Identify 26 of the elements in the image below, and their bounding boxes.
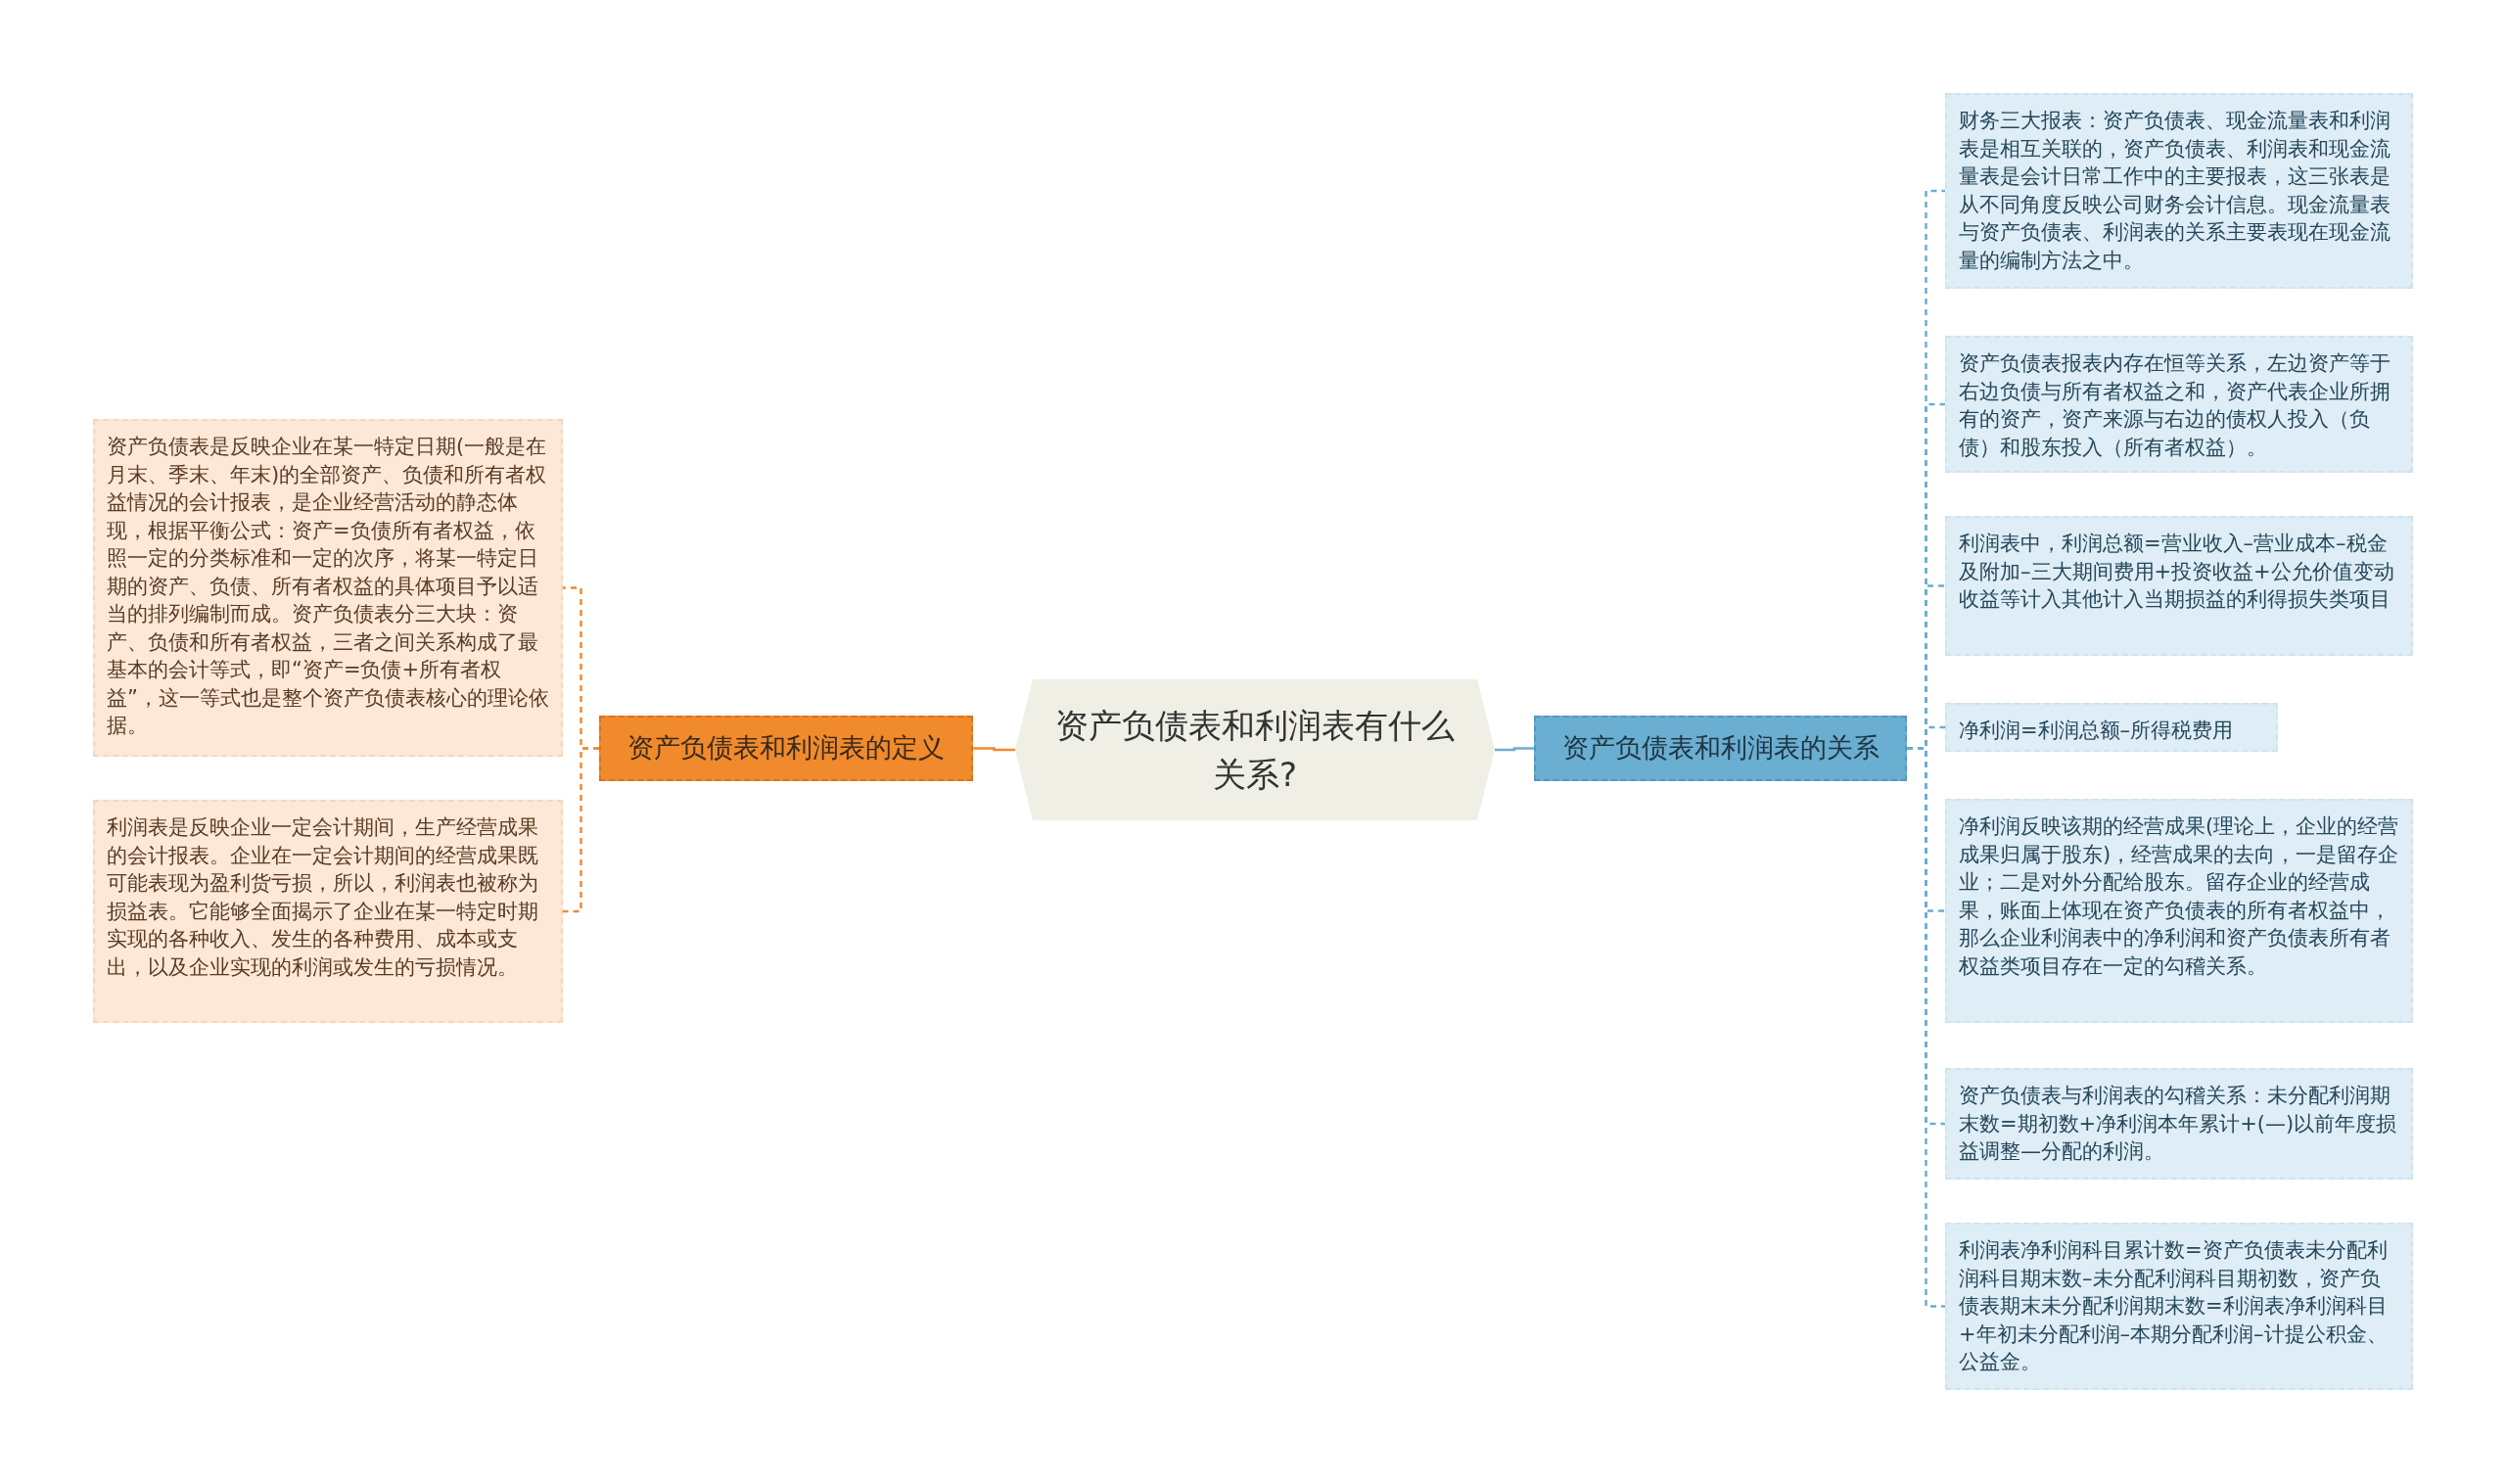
note-card (1945, 703, 2278, 752)
branch-text: 资产负债表和利润表的关系 (1561, 731, 1880, 765)
connector-line (973, 747, 1015, 752)
note-card (1945, 799, 2413, 1023)
note-text: 利润表是反映企业一定会计期间，生产经营成果的会计报表。企业在一定会计期间的经营成果既可能表现为盈利货亏损，所以，利润表也被称为损益表。它能够全面揭示了企业在某一特定时期实现的各种收入、发生的各种费用、成本或支出，以及企业实现的利润或发生的亏损情况。 (107, 814, 539, 981)
note-text: 利润表净利润科目累计数=资产负债表未分配利润科目期末数–未分配利润科目期初数，资产负债表期末未分配利润期末数=利润表净利润科目+年初未分配利润–本期分配利润–计提公积金、公益金。 (1959, 1237, 2389, 1375)
note-card (1945, 516, 2413, 656)
topic-hexagon (1015, 679, 1495, 820)
note-text: 净利润=利润总额–所得税费用 (1959, 718, 2235, 744)
connector-line (563, 747, 599, 913)
note-text: 资产负债表是反映企业在某一特定日期(一般是在月末、季末、年末)的全部资产、负债和所有者权益情况的会计报表，是企业经营活动的静态体现，根据平衡公式：资产=负债所有者权益，依照一定的分类标准和一定的次序，将某一特定日期的资产、负债、所有者权益的具体项目予以适当的排列编制而成。资产负债表分三大块：资产、负债和所有者权益，三者之间关系构成了最基本的会计等式，即“资产=负债+所有者权益”，这一等式也是整个资产负债表核心的理论依据。 (107, 434, 549, 739)
note-card (1945, 1223, 2413, 1390)
note-card (1945, 93, 2413, 289)
connector-line (1495, 747, 1534, 752)
note-text: 利润表中，利润总额=营业收入–营业成本–税金及附加–三大期间费用+投资收益+公允价值变动收益等计入其他计入当期损益的利得损失类项目 (1959, 531, 2395, 613)
branch-text: 资产负债表和利润表的定义 (627, 731, 945, 765)
note-card (1945, 336, 2413, 473)
note-card (1945, 1068, 2413, 1180)
note-text: 资产负债表报表内存在恒等关系，左边资产等于右边负债与所有者权益之和，资产代表企业所拥有的资产，资产来源与右边的债权人投入（负债）和股东投入（所有者权益）。 (1959, 350, 2391, 461)
note-text: 净利润反映该期的经营成果(理论上，企业的经营成果归属于股东)，经营成果的去向，一是留存企业；二是对外分配给股东。留存企业的经营成果，账面上体现在资产负债表的所有者权益中，那么企业利润表中的净利润和资产负债表所有者权益类项目存在一定的勾稽关系。 (1959, 813, 2399, 980)
branch-box (599, 716, 973, 781)
note-card (93, 800, 563, 1023)
topic-text: 资产负债表和利润表有什么关系? (1054, 705, 1456, 796)
note-text: 资产负债表与利润表的勾稽关系：未分配利润期末数=期初数+净利润本年累计+(—)以前年度损益调整—分配的利润。 (1959, 1083, 2398, 1165)
branch-box (1534, 716, 1907, 781)
note-text: 财务三大报表：资产负债表、现金流量表和利润表是相互关联的，资产负债表、利润表和现金流量表是会计日常工作中的主要报表，这三张表是从不同角度反映公司财务会计信息。现金流量表与资产负债表、利润表的关系主要表现在现金流量的编制方法之中。 (1959, 108, 2391, 274)
